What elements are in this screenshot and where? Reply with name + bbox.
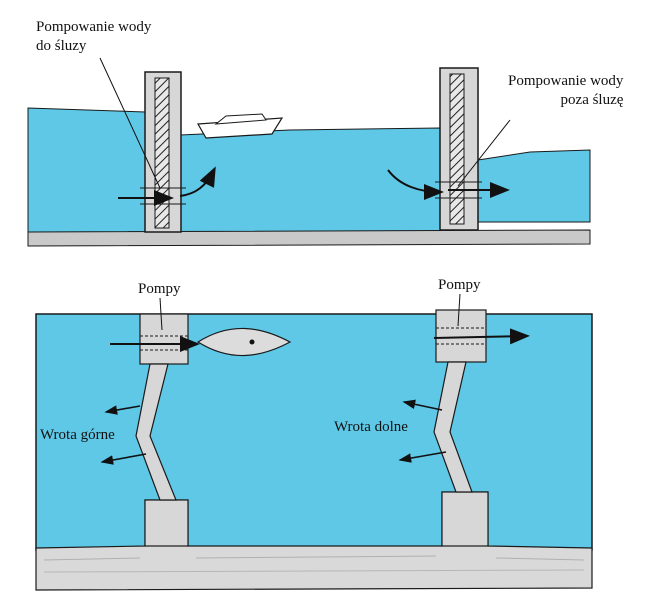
- pump-house-left: [139, 313, 189, 365]
- outflow-curve-right: [387, 169, 444, 200]
- label-lower-gate: Wrota dolne: [334, 419, 408, 435]
- label-pump-out-line1: Pompowanie wody: [508, 73, 624, 89]
- label-upper-gate: Wrota górne: [40, 427, 115, 443]
- label-pump-in-line1: Pompowanie wody: [36, 19, 152, 35]
- upper-gate-arrow-2: [100, 453, 147, 465]
- upstream-water: [27, 107, 146, 233]
- plan-view: [35, 293, 593, 591]
- ground-elevation: [27, 229, 591, 247]
- label-pump-in-line2: do śluzy: [36, 38, 87, 54]
- leader-pumps-left: [159, 297, 163, 331]
- lower-gate-arrow-2: [398, 451, 447, 463]
- pump-house-right: [435, 309, 487, 363]
- label-pump-out: Pompowanie wody poza śluzę: [508, 72, 623, 110]
- elevation-view: [27, 57, 591, 247]
- label-pumps-right: Pompy: [438, 277, 481, 293]
- leader-pumps-right: [457, 293, 461, 327]
- upper-gate-arrow-1: [104, 405, 141, 415]
- boat-plan: [196, 327, 292, 357]
- label-pump-out-line2: poza śluzę: [560, 92, 624, 108]
- leader-pump-out: [457, 119, 511, 187]
- chamber-water: [179, 127, 441, 233]
- label-pump-in: Pompowanie wody do śluzy: [36, 18, 151, 56]
- canal-water: [35, 313, 593, 551]
- bank-texture: [43, 555, 585, 573]
- lower-gate-leaf: [449, 73, 465, 225]
- pump-arrow-right: [433, 328, 530, 345]
- lower-gate-arrow-1: [402, 399, 443, 411]
- lower-gate-plan: [433, 361, 473, 493]
- leader-pump-in: [99, 57, 161, 189]
- downstream-water: [477, 149, 591, 223]
- upper-gate-leaf: [154, 77, 170, 229]
- boat-elevation: [197, 113, 284, 139]
- label-pumps-left: Pompy: [138, 281, 181, 297]
- upper-gate-plan: [135, 363, 177, 501]
- inflow-curve-left: [179, 166, 216, 197]
